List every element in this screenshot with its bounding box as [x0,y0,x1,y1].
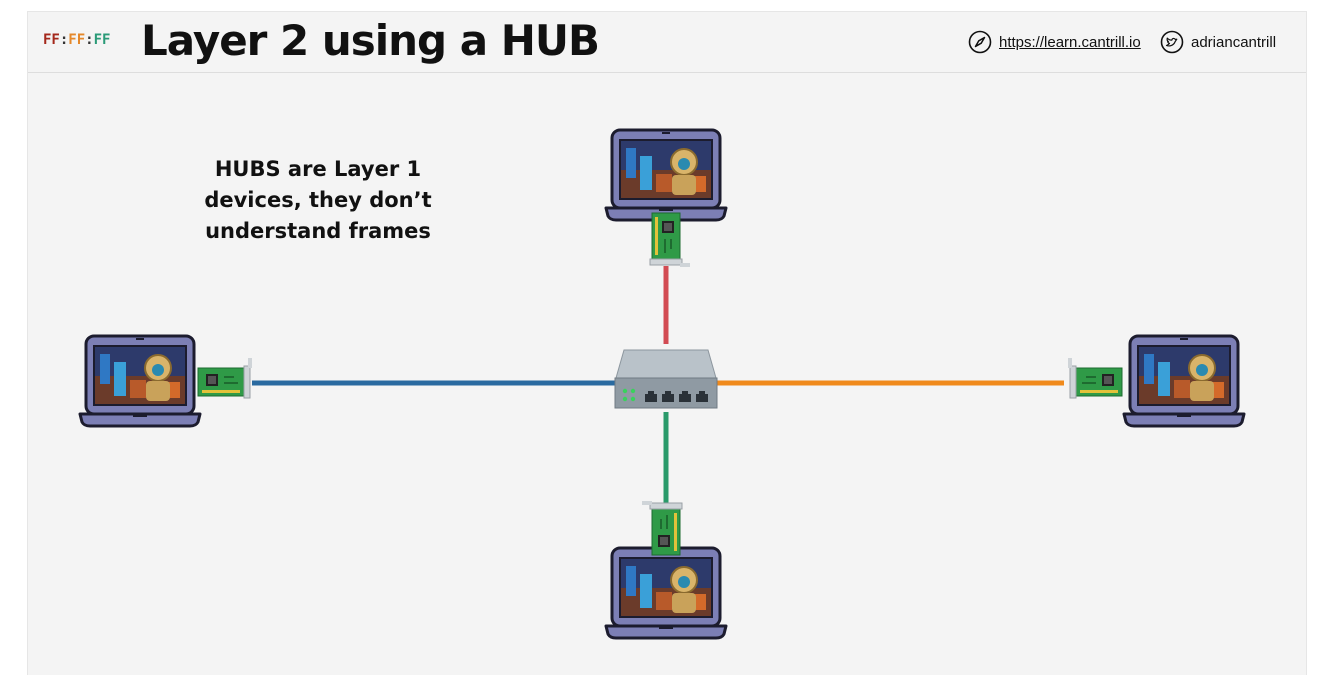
logo-separator-1: : [59,32,69,48]
twitter-bird-icon [1160,30,1184,54]
logo: FF:FF:FF [43,32,110,48]
hub-note: HUBS are Layer 1 devices, they don’t und… [204,157,432,243]
compass-icon [968,30,992,54]
laptop-top [604,128,728,222]
laptop-bottom [604,546,728,640]
website-link[interactable]: https://learn.cantrill.io [968,28,1141,56]
logo-part-1: FF [43,32,60,48]
page-title: Layer 2 using a HUB [141,16,600,65]
logo-part-2: FF [68,32,86,48]
network-card-left [197,357,253,399]
header: FF:FF:FF Layer 2 using a HUB https://lea… [28,12,1306,73]
logo-part-3: FF [93,32,111,48]
logo-separator-2: : [85,32,94,48]
network-hub-icon [614,349,718,409]
twitter-link-text[interactable]: adriancantrill [1191,33,1277,51]
network-card-right [1067,357,1123,399]
website-link-text[interactable]: https://learn.cantrill.io [999,33,1141,51]
laptop-right [1122,334,1246,428]
twitter-link[interactable]: adriancantrill [1160,28,1276,56]
laptop-left [78,334,202,428]
